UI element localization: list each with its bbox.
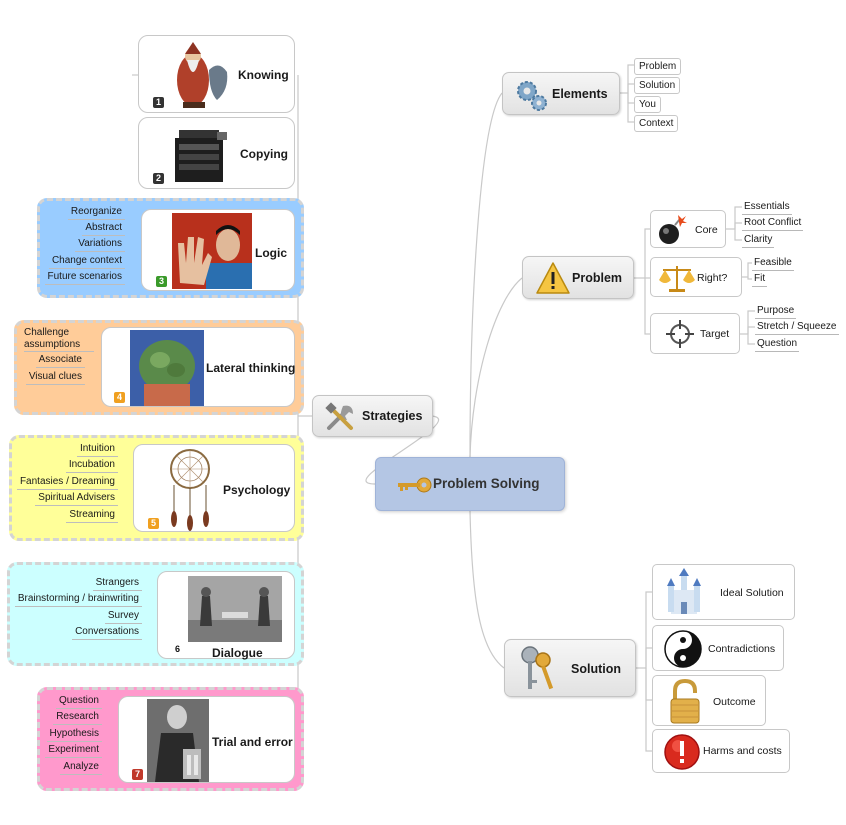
tools-icon: [323, 400, 357, 439]
castle-icon: [661, 568, 707, 623]
core-item-root-conflict[interactable]: Root Conflict: [742, 217, 804, 231]
problem-sub-target[interactable]: Target: [650, 313, 740, 354]
lateral-leaf-associate[interactable]: Associate: [35, 354, 85, 368]
psychology-leaf-streaming[interactable]: Streaming: [66, 509, 118, 523]
solution-node[interactable]: Solution: [504, 639, 636, 697]
strategy-lateral-thinking[interactable]: Lateral thinking 4: [101, 327, 295, 407]
strategy-dialogue[interactable]: Dialogue 6: [157, 571, 295, 660]
logic-leaf-variations[interactable]: Variations: [75, 238, 125, 252]
elements-label: Elements: [552, 87, 608, 101]
strategy-trial-and-error[interactable]: Trial and error 7: [118, 696, 295, 783]
trial-and-error-label: Trial and error: [212, 735, 293, 749]
dialogue-photo-image: [188, 576, 282, 642]
number-badge-4: 4: [114, 392, 125, 403]
central-topic-label: Problem Solving: [433, 476, 540, 491]
number-badge-1: 1: [153, 97, 164, 108]
knowing-label: Knowing: [238, 68, 289, 82]
target-item-stretch-squeeze[interactable]: Stretch / Squeeze: [755, 321, 839, 335]
solution-item-outcome[interactable]: Outcome: [652, 675, 766, 726]
target-label: Target: [700, 328, 730, 340]
padlock-icon: [665, 678, 705, 730]
number-badge-2: 2: [153, 173, 164, 184]
solution-item-contradictions[interactable]: Contradictions: [652, 625, 784, 671]
number-badge-5: 5: [148, 518, 159, 529]
psychology-leaf-incubation[interactable]: Incubation: [65, 459, 118, 473]
trial-leaf-experiment[interactable]: Experiment: [45, 744, 102, 758]
elements-item-context[interactable]: Context: [634, 115, 679, 132]
psychology-leaf-fantasies[interactable]: Fantasies / Dreaming: [16, 476, 118, 490]
logic-leaf-future-scenarios[interactable]: Future scenarios: [44, 271, 125, 285]
dialogue-leaf-conversations[interactable]: Conversations: [72, 626, 142, 640]
number-badge-3: 3: [156, 276, 167, 287]
dialogue-label: Dialogue: [212, 646, 263, 660]
wizard-image: [169, 40, 233, 110]
central-topic[interactable]: Problem Solving: [375, 457, 565, 511]
right-item-feasible[interactable]: Feasible: [752, 257, 794, 271]
strategies-label: Strategies: [362, 409, 423, 423]
strategies-node[interactable]: Strategies: [312, 395, 433, 437]
crosshair-icon: [665, 319, 695, 354]
ideal-solution-label: Ideal Solution: [720, 587, 784, 599]
logic-leaf-change-context[interactable]: Change context: [48, 255, 125, 269]
keys-icon: [517, 644, 557, 699]
lateral-leaf-challenge-assumptions[interactable]: Challenge assumptions: [24, 327, 94, 352]
scales-icon: [657, 262, 697, 299]
target-item-question[interactable]: Question: [755, 338, 800, 352]
yin-yang-icon: [663, 629, 703, 674]
solution-item-ideal[interactable]: Ideal Solution: [652, 564, 795, 620]
strategy-psychology[interactable]: Psychology 5: [133, 444, 295, 532]
dialogue-leaf-strangers[interactable]: Strangers: [92, 577, 142, 591]
strategy-knowing[interactable]: Knowing 1: [138, 35, 295, 113]
trial-leaf-research[interactable]: Research: [53, 711, 102, 725]
elements-item-you[interactable]: You: [634, 96, 661, 113]
gears-icon: [513, 77, 549, 118]
harms-and-costs-label: Harms and costs: [703, 745, 782, 757]
copier-image: [171, 122, 231, 186]
right-label: Right?: [697, 272, 728, 284]
problem-node[interactable]: Problem: [522, 256, 634, 299]
logic-leaf-reorganize[interactable]: Reorganize: [67, 206, 125, 220]
copying-label: Copying: [240, 147, 288, 161]
bomb-icon: [656, 213, 688, 252]
contradictions-label: Contradictions: [708, 643, 776, 655]
warning-icon: [535, 261, 571, 300]
lateral-thinking-label: Lateral thinking: [206, 361, 296, 375]
strategy-copying[interactable]: Copying 2: [138, 117, 295, 189]
number-badge-7: 7: [132, 769, 143, 780]
key-icon: [396, 476, 432, 499]
brain-image: [130, 330, 204, 406]
psychology-leaf-intuition[interactable]: Intuition: [76, 443, 118, 457]
elements-item-solution[interactable]: Solution: [634, 77, 681, 94]
lateral-leaf-visual-clues[interactable]: Visual clues: [25, 371, 85, 385]
problem-sub-core[interactable]: Core: [650, 210, 726, 248]
logic-label: Logic: [255, 246, 287, 260]
edison-image: [147, 699, 209, 782]
elements-node[interactable]: Elements: [502, 72, 620, 115]
solution-item-harms[interactable]: Harms and costs: [652, 729, 790, 773]
right-item-fit[interactable]: Fit: [752, 273, 768, 287]
solution-label: Solution: [571, 662, 621, 676]
number-badge-6: 6: [172, 644, 183, 655]
problem-sub-right[interactable]: Right?: [650, 257, 742, 297]
core-item-clarity[interactable]: Clarity: [742, 234, 775, 248]
logic-leaf-abstract[interactable]: Abstract: [82, 222, 125, 236]
dialogue-leaf-survey[interactable]: Survey: [104, 610, 142, 624]
outcome-label: Outcome: [713, 696, 756, 708]
psychology-leaf-spiritual-advisers[interactable]: Spiritual Advisers: [35, 492, 118, 506]
psychology-label: Psychology: [223, 483, 291, 497]
core-item-essentials[interactable]: Essentials: [742, 201, 792, 215]
dialogue-leaf-brainstorming[interactable]: Brainstorming / brainwriting: [14, 593, 142, 607]
spock-image: [172, 213, 252, 289]
target-item-purpose[interactable]: Purpose: [755, 305, 797, 319]
trial-leaf-hypothesis[interactable]: Hypothesis: [46, 728, 102, 742]
stop-icon: [663, 733, 701, 776]
trial-leaf-question[interactable]: Question: [55, 695, 102, 709]
problem-label: Problem: [572, 271, 623, 285]
strategy-logic[interactable]: Logic 3: [141, 209, 295, 291]
core-label: Core: [695, 224, 718, 236]
elements-item-problem[interactable]: Problem: [634, 58, 682, 75]
dreamcatcher-image: [164, 447, 216, 531]
trial-leaf-analyze[interactable]: Analyze: [60, 761, 102, 775]
